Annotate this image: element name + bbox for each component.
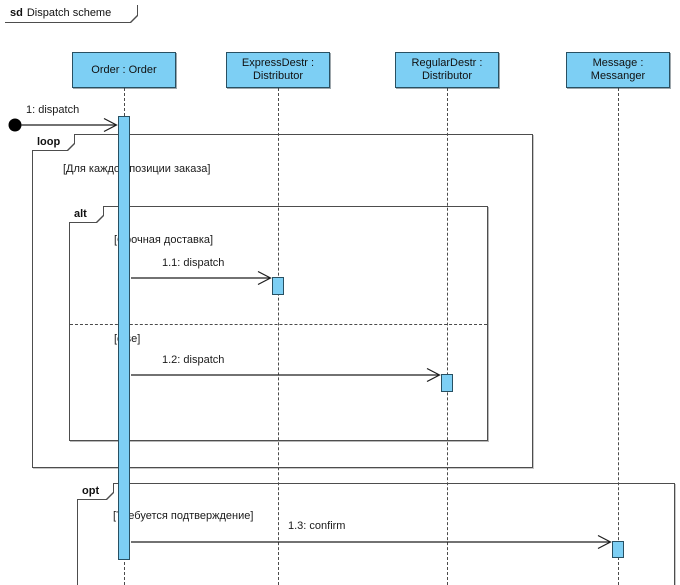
lifeline-head-order-label: Order : Order (91, 63, 157, 76)
fragment-opt-operator: opt (77, 483, 114, 500)
lifeline-head-expressdestr-label: ExpressDestr : Distributor (241, 57, 315, 82)
diagram-frame-label[interactable]: sd Dispatch scheme (5, 5, 138, 23)
activation-regulardestr[interactable] (441, 374, 453, 392)
fragment-loop-keyword: loop (37, 135, 61, 148)
lifeline-message (618, 88, 619, 585)
activation-order[interactable] (118, 116, 130, 560)
lifeline-expressdestr (278, 88, 279, 585)
alt-operand-separator (70, 324, 487, 325)
fragment-alt[interactable]: alt [Срочная доставка] [else] (69, 206, 488, 441)
lifeline-head-expressdestr[interactable]: ExpressDestr : Distributor (226, 52, 330, 88)
lifeline-head-message[interactable]: Message : Messanger (566, 52, 670, 88)
arrowhead-dispatch (103, 117, 118, 133)
fragment-opt-keyword: opt (82, 484, 100, 497)
message-label-1-1: 1.1: dispatch (162, 257, 225, 269)
fragment-opt-guard: [Требуется подтверждение] (113, 510, 254, 522)
fragment-alt-guard-if: [Срочная доставка] (114, 234, 214, 246)
fragment-loop-operator: loop (32, 134, 75, 151)
lifeline-regulardestr (447, 88, 448, 585)
message-label-1-2: 1.2: dispatch (162, 354, 225, 366)
frame-keyword: sd (10, 7, 23, 19)
lifeline-head-message-label: Message : Messanger (590, 57, 646, 82)
lifeline-head-regulardestr-label: RegularDestr : Distributor (411, 57, 483, 82)
message-label-dispatch: 1: dispatch (26, 104, 80, 116)
frame-title: Dispatch scheme (26, 7, 112, 19)
fragment-alt-operator: alt (69, 206, 104, 223)
fragment-alt-keyword: alt (74, 207, 87, 220)
activation-expressdestr[interactable] (272, 277, 284, 295)
fragment-loop-guard: [Для каждой позиции заказа] (63, 163, 211, 175)
lifeline-head-order[interactable]: Order : Order (72, 52, 176, 88)
found-message-endpoint[interactable] (8, 118, 22, 132)
lifeline-head-regulardestr[interactable]: RegularDestr : Distributor (395, 52, 499, 88)
fragment-opt[interactable]: opt [Требуется подтверждение] (77, 483, 675, 585)
diagram-frame-label-text: sd Dispatch scheme (5, 5, 137, 22)
fragment-loop[interactable]: loop [Для каждой позиции заказа] alt [Ср… (32, 134, 533, 468)
activation-message[interactable] (612, 541, 624, 558)
message-label-1-3: 1.3: confirm (288, 520, 346, 532)
